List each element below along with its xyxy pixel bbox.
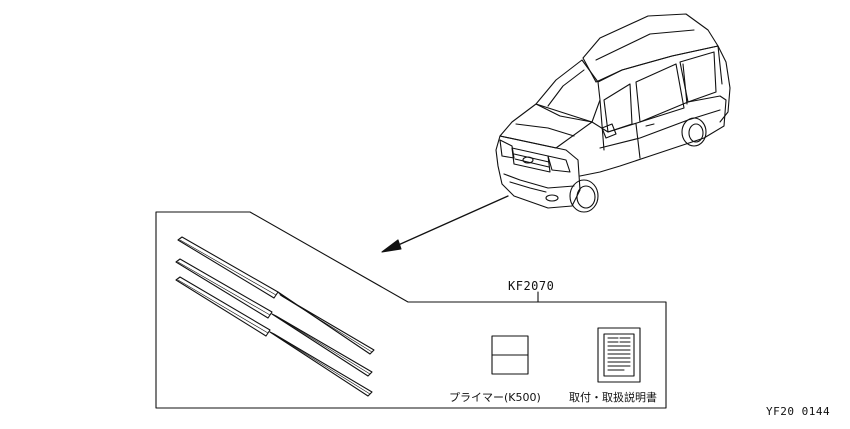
- part-number-label: KF2070: [508, 279, 555, 293]
- primer-label: プライマー(K500): [449, 391, 541, 404]
- moulding-strips: [175, 236, 375, 397]
- manual-icon: [597, 327, 641, 383]
- primer-icon: [491, 335, 529, 375]
- kit-outline: [155, 211, 667, 409]
- manual-label: 取付・取扱説明書: [569, 391, 657, 404]
- pointer-arrow: [381, 195, 509, 253]
- figure-code: YF20 0144: [766, 405, 831, 418]
- vehicle-illustration: [381, 13, 731, 253]
